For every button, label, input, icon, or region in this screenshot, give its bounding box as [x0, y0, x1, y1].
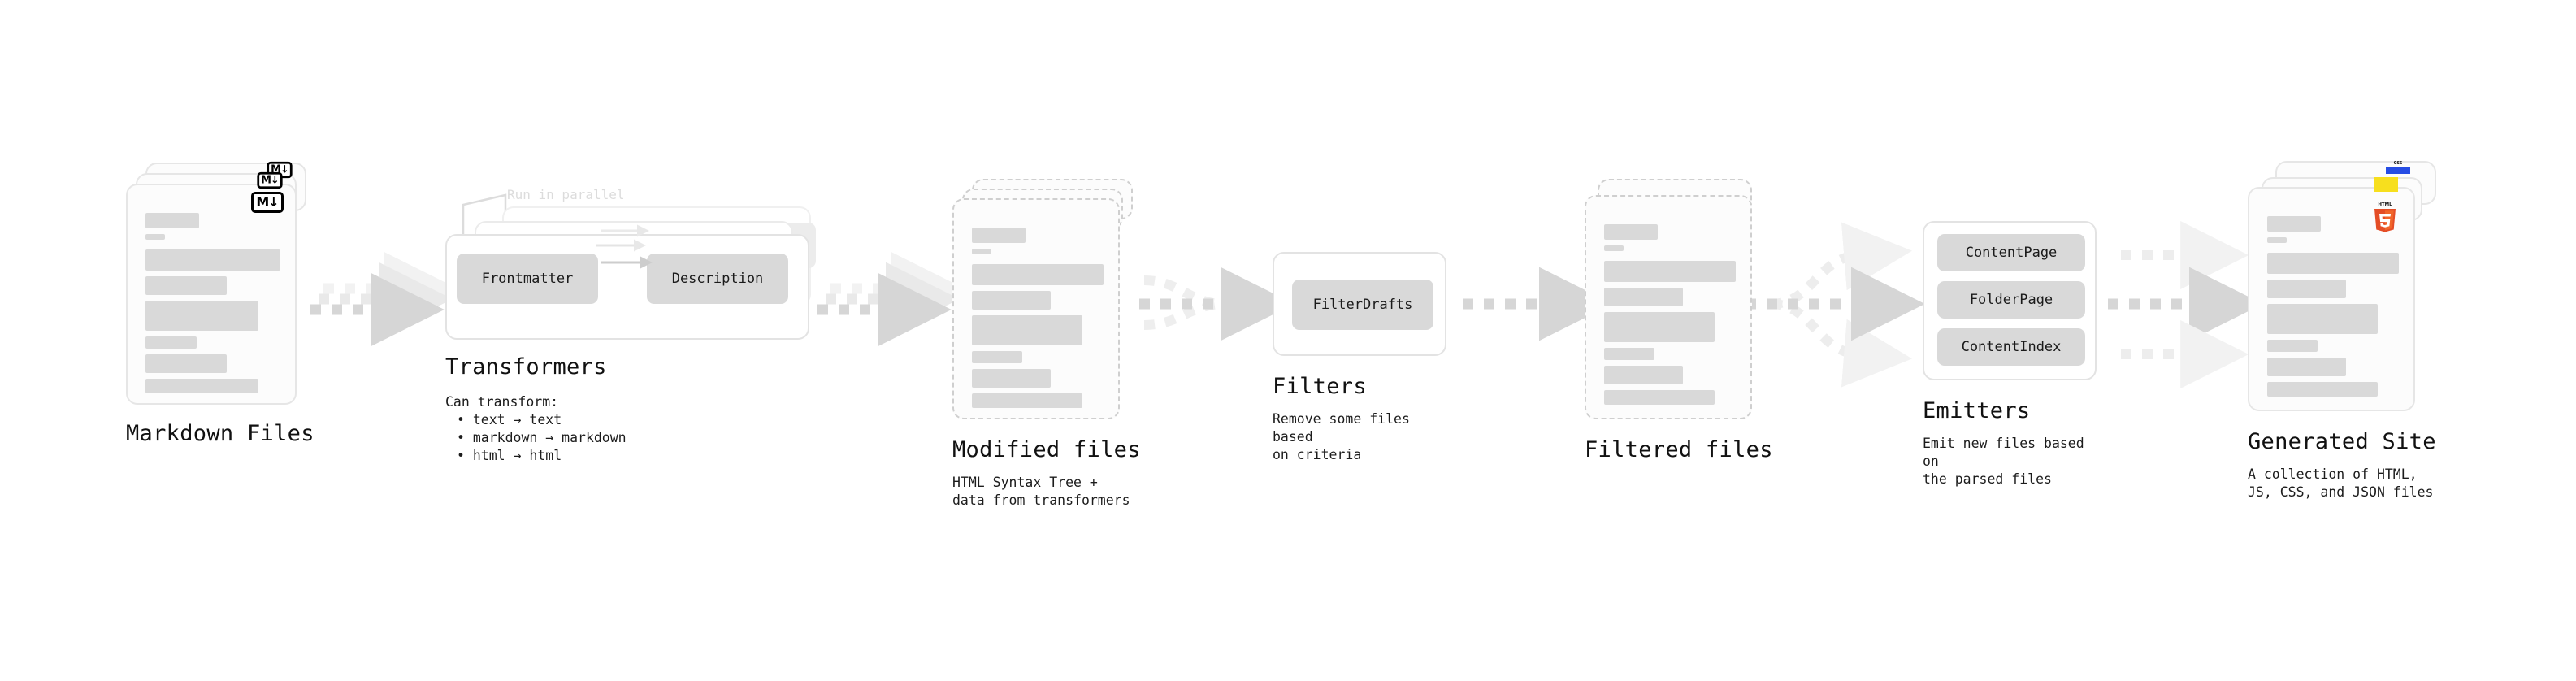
modified-card-placeholder-lines [972, 228, 1104, 414]
stage-title-markdown-files: Markdown Files [126, 421, 314, 446]
transformers-subtitle: Can transform: [445, 394, 559, 410]
generated-card-placeholder-lines [2267, 216, 2399, 402]
stage-title-generated-site: Generated Site [2248, 429, 2436, 454]
filter-chip-filterdrafts[interactable]: FilterDrafts [1292, 280, 1433, 330]
emitter-chip-contentindex[interactable]: ContentIndex [1937, 328, 2085, 366]
transformers-bullet-2: • html → html [457, 448, 562, 463]
stage-markdown-files: M↓ M↓ M↓ Markdown Files [126, 161, 314, 446]
generated-site-subtitle: A collection of HTML, JS, CSS, and JSON … [2248, 466, 2434, 500]
js-icon [2374, 177, 2398, 192]
transformers-bullet-1: • markdown → markdown [457, 430, 627, 445]
stage-title-modified-files: Modified files [952, 437, 1141, 462]
css-icon [2386, 161, 2410, 174]
filtered-card-stack [1585, 179, 1772, 419]
emitter-chip-contentpage[interactable]: ContentPage [1937, 234, 2085, 271]
markdown-card-front [126, 184, 297, 405]
stage-emitters: ContentPage FolderPage ContentIndex Emit… [1923, 221, 2097, 487]
stage-title-transformers: Transformers [445, 354, 607, 380]
transformers-bullet-0: • text → text [457, 412, 562, 427]
stage-transformers: Run in parallel Frontmatter Description [445, 187, 868, 463]
modified-card-front [952, 198, 1120, 419]
arrow-markdown-to-transformers [310, 251, 458, 347]
html5-shield-svg: HTML [2374, 202, 2396, 232]
modified-card-stack [952, 179, 1139, 419]
arrow-emitters-to-generated-site [2108, 221, 2263, 388]
stage-filters: FilterDrafts Filters Remove some files b… [1273, 252, 1446, 462]
stage-title-emitters: Emitters [1923, 398, 2031, 423]
emitters-subtitle: Emit new files based on the parsed files [1923, 436, 2084, 487]
filters-subtitle: Remove some files based on criteria [1273, 411, 1410, 462]
html5-icon: HTML [2371, 200, 2399, 232]
filtered-card-front [1585, 195, 1752, 419]
stage-generated-site: HTML Generated Site A collection of HTML… [2248, 161, 2443, 500]
filters-box: FilterDrafts [1273, 252, 1446, 356]
generated-card-stack: HTML [2248, 161, 2443, 411]
modified-files-subtitle: HTML Syntax Tree + data from transformer… [952, 475, 1130, 508]
stage-title-filtered-files: Filtered files [1585, 437, 1773, 462]
transformer-chip-description[interactable]: Description [647, 254, 788, 304]
markdown-card-placeholder-lines [145, 213, 280, 399]
transformers-bullet-list: • text → text • markdown → markdown • ht… [445, 411, 627, 465]
emitter-chip-folderpage[interactable]: FolderPage [1937, 281, 2085, 319]
filtered-card-placeholder-lines [1604, 224, 1736, 410]
run-in-parallel-label: Run in parallel [507, 187, 625, 202]
markdown-icon-back-1: M↓ [257, 171, 283, 189]
markdown-card-stack: M↓ M↓ M↓ [126, 161, 313, 406]
stage-filtered-files: Filtered files [1585, 179, 1772, 462]
stage-title-filters: Filters [1273, 374, 1367, 399]
arrow-modified-files-to-filters [1139, 267, 1295, 341]
emitters-box: ContentPage FolderPage ContentIndex [1923, 221, 2097, 380]
svg-text:HTML: HTML [2378, 202, 2392, 207]
stage-modified-files: Modified files HTML Syntax Tree + data f… [952, 179, 1140, 508]
transformer-chip-frontmatter[interactable]: Frontmatter [457, 254, 598, 304]
markdown-icon: M↓ [251, 192, 284, 213]
transformer-box-front: Frontmatter Description [445, 234, 809, 340]
